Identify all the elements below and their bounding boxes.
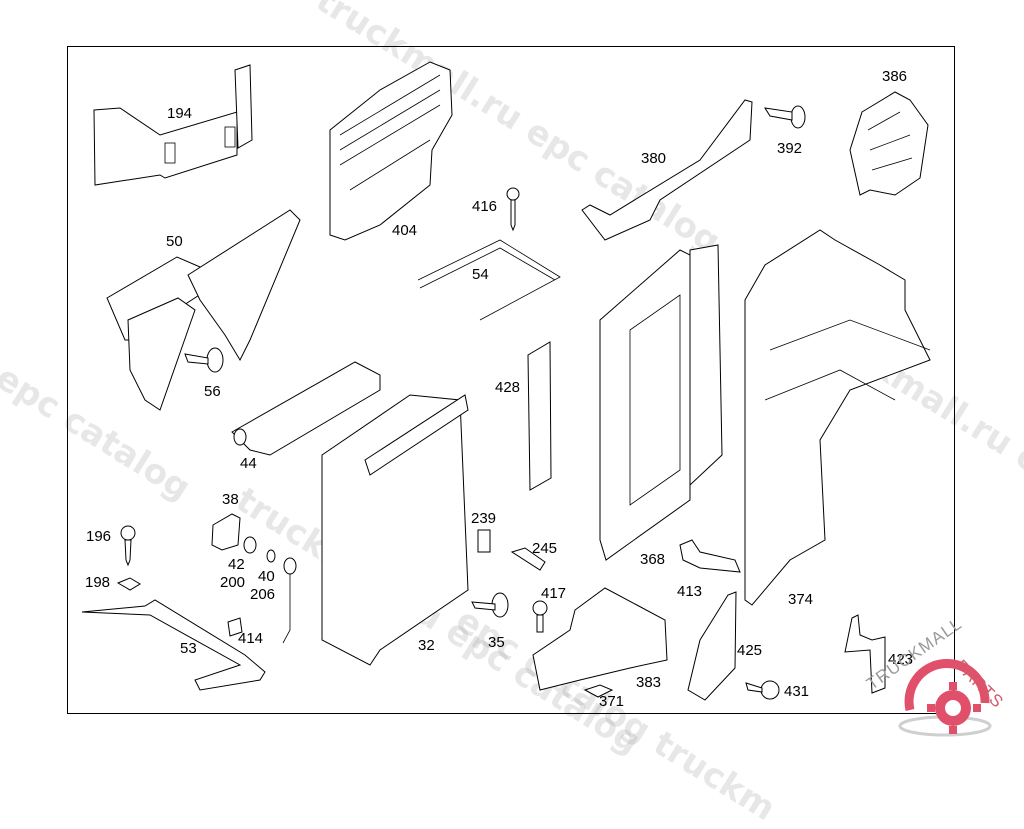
part-label-53[interactable]: 53 xyxy=(180,640,197,657)
part-label-425[interactable]: 425 xyxy=(737,642,763,659)
part-196-bolt-drawing xyxy=(120,525,136,567)
part-label-40[interactable]: 40 xyxy=(258,568,275,585)
part-label-417[interactable]: 417 xyxy=(541,585,567,602)
part-label-416[interactable]: 416 xyxy=(472,198,498,215)
part-label-38[interactable]: 38 xyxy=(222,491,239,508)
part-42-washer-drawing xyxy=(243,536,257,554)
part-428-plate-drawing xyxy=(527,341,552,491)
part-206-cable-drawing xyxy=(282,557,297,644)
part-label-368[interactable]: 368 xyxy=(640,551,666,568)
part-245-clip-drawing xyxy=(510,547,546,571)
part-label-206[interactable]: 206 xyxy=(250,586,276,603)
part-label-245[interactable]: 245 xyxy=(532,540,558,557)
part-380-strip-drawing xyxy=(581,99,753,241)
gear-logo-icon xyxy=(898,659,992,737)
part-label-404[interactable]: 404 xyxy=(392,222,418,239)
part-38-clip-drawing xyxy=(211,513,241,551)
part-label-198[interactable]: 198 xyxy=(85,574,111,591)
part-label-200[interactable]: 200 xyxy=(220,574,246,591)
part-425-bracket-drawing xyxy=(687,591,737,701)
part-label-413[interactable]: 413 xyxy=(677,583,703,600)
part-label-428[interactable]: 428 xyxy=(495,379,521,396)
part-label-386[interactable]: 386 xyxy=(882,68,908,85)
part-label-239[interactable]: 239 xyxy=(471,510,497,527)
part-56-screw-drawing xyxy=(184,347,224,373)
part-label-431[interactable]: 431 xyxy=(784,683,810,700)
part-417-bolt-drawing xyxy=(532,600,548,633)
part-label-194[interactable]: 194 xyxy=(167,105,193,122)
part-383-bracket-drawing xyxy=(532,587,668,691)
part-374-frame-drawing xyxy=(744,229,931,606)
part-50-bracket-drawing xyxy=(106,209,301,411)
part-54-frame-drawing xyxy=(417,239,561,321)
part-371-clip-drawing xyxy=(583,684,614,698)
part-423-bracket-drawing xyxy=(844,614,886,694)
part-label-44[interactable]: 44 xyxy=(240,455,257,472)
part-404-housing-drawing xyxy=(329,61,453,241)
part-198-nut-drawing xyxy=(116,577,141,591)
part-44-rail-drawing xyxy=(231,361,381,456)
part-label-42[interactable]: 42 xyxy=(228,556,245,573)
part-label-414[interactable]: 414 xyxy=(238,630,264,647)
part-label-196[interactable]: 196 xyxy=(86,528,112,545)
part-431-screw-drawing xyxy=(745,680,780,700)
part-label-54[interactable]: 54 xyxy=(472,266,489,283)
diagram-frame xyxy=(67,46,955,714)
part-label-56[interactable]: 56 xyxy=(204,383,221,400)
part-414-spacer-drawing xyxy=(227,617,243,637)
part-416-screw-drawing xyxy=(506,187,520,232)
part-413-bracket-drawing xyxy=(679,539,741,573)
part-label-423[interactable]: 423 xyxy=(888,651,914,668)
part-386-bracket-drawing xyxy=(849,91,929,196)
part-label-50[interactable]: 50 xyxy=(166,233,183,250)
part-label-32[interactable]: 32 xyxy=(418,637,435,654)
part-label-392[interactable]: 392 xyxy=(777,140,803,157)
part-32-unit-drawing xyxy=(321,394,469,666)
part-label-374[interactable]: 374 xyxy=(788,591,814,608)
part-35-screw-drawing xyxy=(471,592,509,618)
part-239-clip-drawing xyxy=(477,529,491,553)
part-label-371[interactable]: 371 xyxy=(599,693,625,710)
truckmall-parts-logo: TRUCKMALL PARTS xyxy=(855,614,1020,750)
part-label-35[interactable]: 35 xyxy=(488,634,505,651)
parts-drawing xyxy=(81,61,931,701)
part-label-380[interactable]: 380 xyxy=(641,150,667,167)
part-40-washer-drawing xyxy=(266,549,276,563)
part-368-frame-drawing xyxy=(599,244,723,561)
part-194-bracket-drawing xyxy=(93,64,253,186)
part-label-383[interactable]: 383 xyxy=(636,674,662,691)
part-392-screw-drawing xyxy=(764,105,806,129)
part-53-bar-drawing xyxy=(81,599,266,691)
